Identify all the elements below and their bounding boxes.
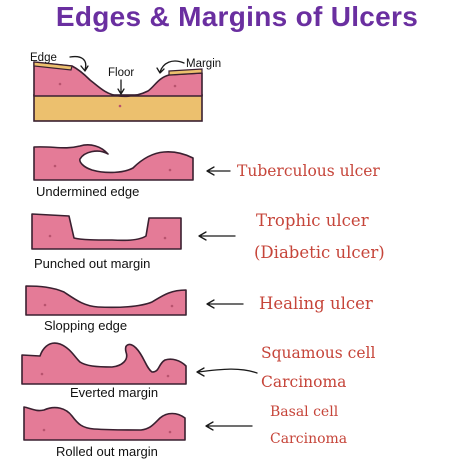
punched-out-margin-row: Punched out margin Trophic ulcer (Diabet… [31,211,385,271]
undermined-edge-label: Undermined edge [36,184,139,199]
condition-diabetic-ulcer: (Diabetic ulcer) [254,243,385,262]
arrow-icon [206,166,231,176]
page-title: Edges & Margins of Ulcers [55,1,419,32]
tissue-speck [173,84,177,88]
margin-label: Margin [186,58,221,70]
condition-carcinoma-basal: Carcinoma [270,431,347,447]
condition-healing-ulcer: Healing ulcer [259,294,373,313]
skin-layer [33,61,203,98]
rolled-out-margin-shape [23,406,186,441]
arrow-icon [205,421,253,431]
tissue-speck [53,164,57,168]
epidermis-right [168,68,203,76]
condition-squamous-cell: Squamous cell [261,344,375,362]
everted-margin-row: Everted margin Squamous cell Carcinoma [21,342,375,400]
slopping-edge-label: Slopping edge [44,318,127,333]
tissue-speck [168,168,172,172]
labeled-ulcer-cross-section: Edge Floor Margin [30,52,221,122]
condition-trophic-ulcer: Trophic ulcer [256,211,369,230]
everted-margin-shape [21,342,187,385]
slopping-edge-shape [25,285,187,316]
arrow-icon [196,367,258,377]
floor-label: Floor [108,67,134,79]
tissue-speck [118,104,122,108]
tissue-speck [170,304,174,308]
tissue-speck [48,234,52,238]
tissue-speck [163,236,167,240]
undermined-edge-shape [33,144,194,181]
tissue-speck [40,372,44,376]
tissue-speck [42,428,46,432]
tissue-speck [166,374,170,378]
rolled-out-margin-label: Rolled out margin [56,444,158,459]
arrow-icon [198,231,236,241]
condition-basal-cell: Basal cell [270,404,339,420]
edge-label: Edge [30,52,57,64]
rolled-out-margin-row: Rolled out margin Basal cell Carcinoma [23,404,347,459]
condition-carcinoma-squamous: Carcinoma [261,373,346,391]
punched-out-margin-label: Punched out margin [34,256,150,271]
everted-margin-label: Everted margin [70,385,158,400]
margin-pointer-arrow [156,60,185,74]
edge-pointer-arrow [69,55,89,72]
tissue-speck [168,430,172,434]
arrow-icon [206,299,244,309]
slopping-edge-row: Slopping edge Healing ulcer [25,285,373,333]
epidermis-left [33,61,73,71]
subcutaneous-layer [33,94,203,122]
undermined-edge-row: Undermined edge Tuberculous ulcer [33,144,380,199]
floor-pointer-arrow [117,79,125,95]
tissue-speck [58,82,62,86]
punched-out-margin-shape [31,213,182,250]
condition-tuberculous-ulcer: Tuberculous ulcer [237,162,380,180]
tissue-speck [43,303,47,307]
